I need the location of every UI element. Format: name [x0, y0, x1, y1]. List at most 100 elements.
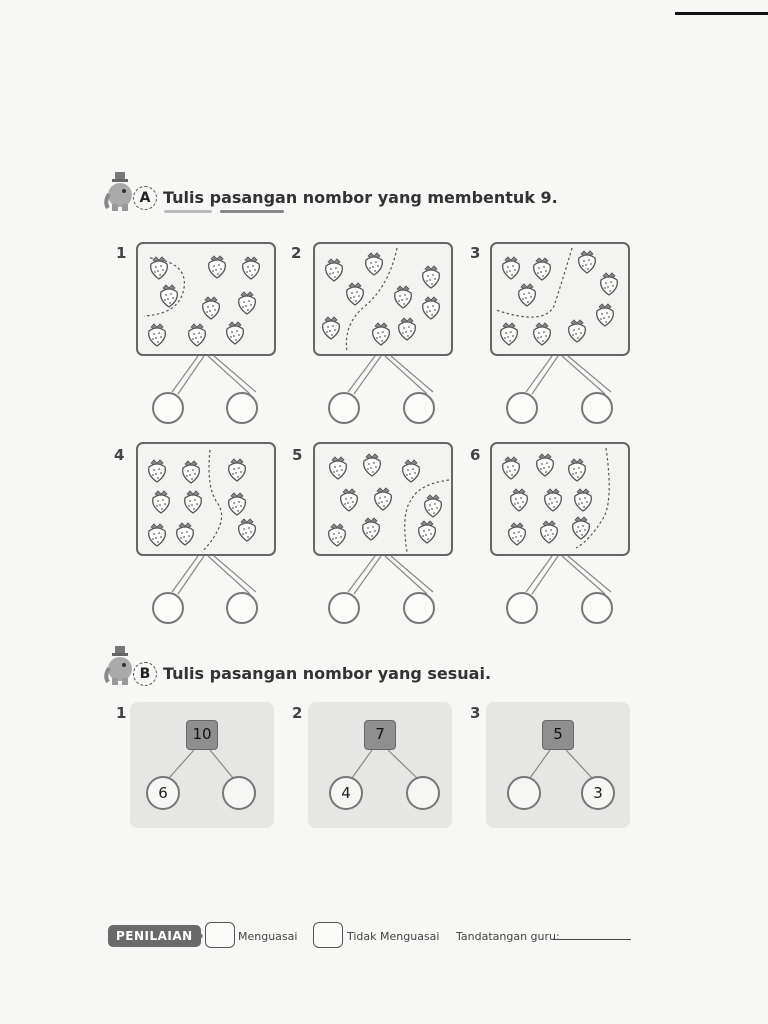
- whole-number-tile: 7: [364, 720, 396, 750]
- part-circle-right[interactable]: [406, 776, 440, 810]
- strawberry-icon: [598, 272, 620, 296]
- part-circle-left[interactable]: [507, 776, 541, 810]
- strawberry-icon: [570, 516, 592, 540]
- strawberry-icon: [146, 323, 168, 347]
- part-circle-right[interactable]: [222, 776, 256, 810]
- strawberry-icon: [506, 522, 528, 546]
- strawberry-icon: [186, 323, 208, 347]
- strawberry-icon: [148, 256, 170, 280]
- dashed-divider: [201, 449, 223, 553]
- part-circle-left: 4: [329, 776, 363, 810]
- elephant-magician-icon: [104, 172, 138, 212]
- strawberry-icon: [531, 322, 553, 346]
- strawberry-icon: [240, 256, 262, 280]
- signature-line[interactable]: [553, 939, 631, 940]
- number-bond-lines: [529, 750, 593, 779]
- strawberry-icon: [363, 252, 385, 276]
- whole-number-tile: 5: [542, 720, 574, 750]
- question-number: 1: [116, 704, 127, 722]
- answer-circle-left[interactable]: [506, 392, 538, 424]
- strawberry-icon: [566, 319, 588, 343]
- dashed-divider: [345, 247, 398, 353]
- assessment-tag-arrow: [195, 925, 203, 947]
- number-bond-lines: [347, 356, 434, 395]
- strawberry-icon: [416, 520, 438, 544]
- strawberry-icon: [158, 284, 180, 308]
- strawberry-icon: [420, 265, 442, 289]
- answer-circle-left[interactable]: [152, 392, 184, 424]
- assessment-tag: PENILAIAN: [108, 925, 201, 947]
- answer-circle-left[interactable]: [506, 592, 538, 624]
- question-number: 4: [114, 446, 125, 464]
- number-bond-lines: [525, 556, 612, 595]
- number-bond-lines: [347, 556, 434, 595]
- decorative-underline: [220, 210, 284, 213]
- answer-circle-right[interactable]: [403, 392, 435, 424]
- not-mastered-checkbox[interactable]: [313, 922, 343, 948]
- number-bond-lines: [168, 750, 234, 779]
- strawberry-icon: [576, 250, 598, 274]
- dashed-divider: [404, 479, 450, 553]
- answer-circle-right[interactable]: [226, 592, 258, 624]
- strawberry-icon: [236, 518, 258, 542]
- strawberry-icon: [182, 490, 204, 514]
- strawberry-icon: [360, 517, 382, 541]
- decorative-underline: [164, 210, 212, 213]
- strawberry-icon: [516, 283, 538, 307]
- strawberry-icon: [146, 523, 168, 547]
- dashed-divider: [575, 447, 610, 549]
- answer-circle-right[interactable]: [581, 592, 613, 624]
- strawberry-icon: [542, 488, 564, 512]
- strawberry-icon: [320, 316, 342, 340]
- strawberry-icon: [500, 456, 522, 480]
- answer-circle-left[interactable]: [328, 392, 360, 424]
- question-number: 6: [470, 446, 481, 464]
- answer-circle-right[interactable]: [226, 392, 258, 424]
- question-number: 2: [291, 244, 302, 262]
- strawberry-icon: [531, 257, 553, 281]
- section-a-instruction: Tulis pasangan nombor yang membentuk 9.: [163, 188, 558, 207]
- strawberry-icon: [500, 256, 522, 280]
- part-circle-right: 3: [581, 776, 615, 810]
- number-bond-lines: [171, 556, 257, 595]
- signature-label: Tandatangan guru:: [456, 930, 560, 943]
- question-number: 2: [292, 704, 303, 722]
- strawberry-icon: [422, 494, 444, 518]
- strawberry-icon: [372, 487, 394, 511]
- strawberry-icon: [396, 317, 418, 341]
- strawberry-icon: [150, 490, 172, 514]
- corner-mark: [675, 12, 768, 15]
- question-number: 5: [292, 446, 303, 464]
- section-b-instruction: Tulis pasangan nombor yang sesuai.: [163, 664, 492, 683]
- strawberry-icon: [200, 296, 222, 320]
- number-bond-lines: [351, 750, 418, 779]
- part-circle-left: 6: [146, 776, 180, 810]
- strawberry-icon: [420, 296, 442, 320]
- whole-number-tile: 10: [186, 720, 218, 750]
- mastered-label: Menguasai: [238, 930, 298, 943]
- strawberry-icon: [508, 488, 530, 512]
- strawberry-icon: [572, 488, 594, 512]
- strawberry-icon: [566, 458, 588, 482]
- strawberry-icon: [370, 322, 392, 346]
- question-number: 1: [116, 244, 127, 262]
- answer-circle-right[interactable]: [403, 592, 435, 624]
- question-number: 3: [470, 704, 481, 722]
- strawberry-icon: [392, 285, 414, 309]
- answer-circle-right[interactable]: [581, 392, 613, 424]
- strawberry-icon: [146, 459, 168, 483]
- answer-circle-left[interactable]: [328, 592, 360, 624]
- strawberry-icon: [224, 321, 246, 345]
- strawberry-icon: [538, 520, 560, 544]
- dashed-divider: [143, 257, 185, 317]
- strawberry-icon: [327, 456, 349, 480]
- mastered-checkbox[interactable]: [205, 922, 235, 948]
- number-bond-lines: [171, 356, 257, 395]
- section-b-badge: B: [133, 662, 157, 686]
- strawberry-icon: [226, 458, 248, 482]
- strawberry-icon: [236, 291, 258, 315]
- question-number: 3: [470, 244, 481, 262]
- strawberry-icon: [498, 322, 520, 346]
- strawberry-icon: [326, 523, 348, 547]
- answer-circle-left[interactable]: [152, 592, 184, 624]
